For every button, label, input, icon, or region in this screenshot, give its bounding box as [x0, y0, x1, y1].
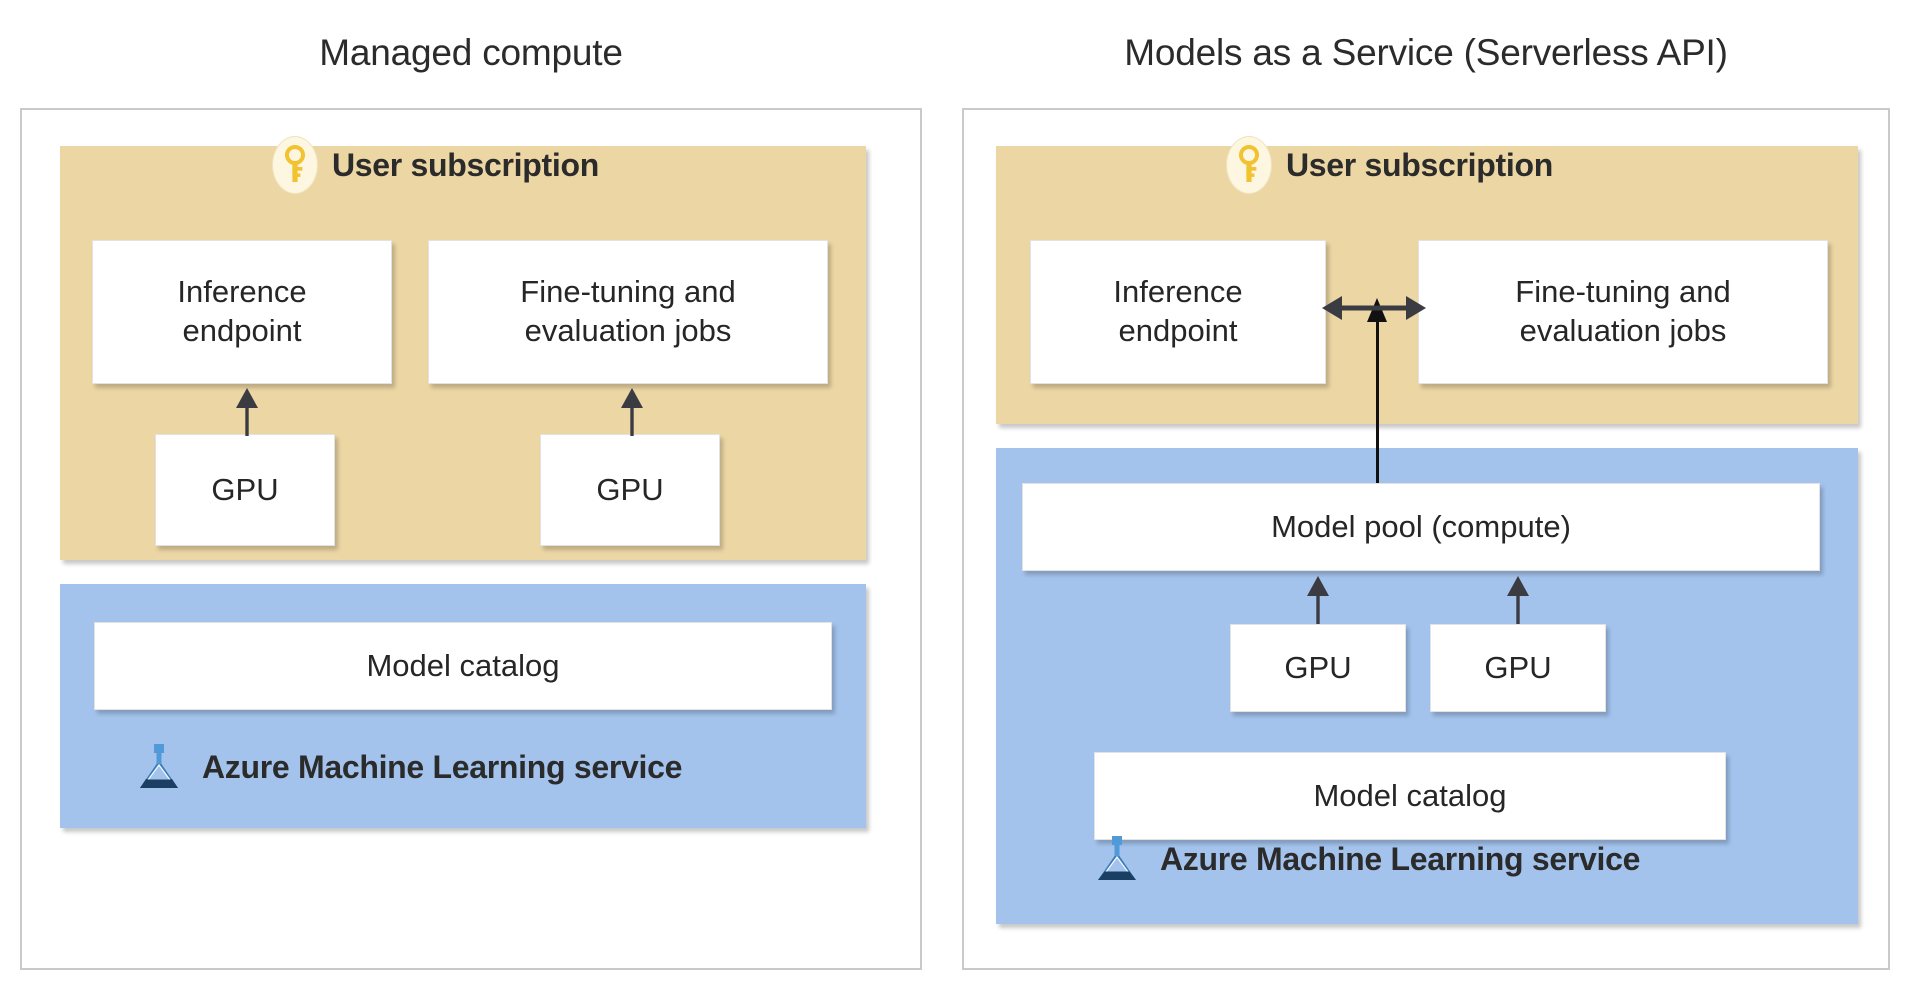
box-label: Fine-tuning and evaluation jobs: [1515, 274, 1731, 348]
box-inference-endpoint-right[interactable]: Inference endpoint: [1030, 240, 1326, 384]
azure-ml-service-label: Azure Machine Learning service: [202, 748, 683, 785]
box-label: Fine-tuning and evaluation jobs: [520, 274, 736, 348]
azure-ml-service-label: Azure Machine Learning service: [1160, 840, 1641, 877]
azure-ml-service-footer-left: Azure Machine Learning service: [132, 740, 682, 794]
azure-ml-service-footer-right: Azure Machine Learning service: [1090, 832, 1640, 886]
box-gpu-left-1[interactable]: GPU: [155, 434, 335, 546]
key-icon: [272, 136, 318, 194]
box-gpu-right-2[interactable]: GPU: [1430, 624, 1606, 712]
box-inference-endpoint-left[interactable]: Inference endpoint: [92, 240, 392, 384]
arrow-gpu1-to-model-pool-right: [1303, 576, 1333, 626]
box-model-pool-compute-right[interactable]: Model pool (compute): [1022, 483, 1820, 571]
box-gpu-right-1[interactable]: GPU: [1230, 624, 1406, 712]
box-finetuning-evaluation-jobs-left[interactable]: Fine-tuning and evaluation jobs: [428, 240, 828, 384]
box-label: Inference endpoint: [1113, 274, 1243, 348]
arrow-gpu2-to-model-pool-right: [1503, 576, 1533, 626]
panel-title-managed-compute: Managed compute: [319, 32, 623, 73]
connector-model-pool-to-user-subscription-right: [1376, 318, 1379, 486]
user-subscription-label: User subscription: [332, 146, 599, 183]
box-model-catalog-left[interactable]: Model catalog: [94, 622, 832, 710]
azure-machine-learning-logo-icon: [132, 740, 186, 794]
user-subscription-header-right: User subscription: [1226, 136, 1553, 194]
box-gpu-left-2[interactable]: GPU: [540, 434, 720, 546]
box-model-catalog-right[interactable]: Model catalog: [1094, 752, 1726, 840]
panel-title-models-as-a-service: Models as a Service (Serverless API): [1124, 32, 1728, 73]
azure-machine-learning-logo-icon: [1090, 832, 1144, 886]
arrow-inference-to-finetuning-right: [1322, 290, 1426, 326]
key-icon: [1226, 136, 1272, 194]
box-finetuning-evaluation-jobs-right[interactable]: Fine-tuning and evaluation jobs: [1418, 240, 1828, 384]
user-subscription-header-left: User subscription: [272, 136, 599, 194]
box-label: Inference endpoint: [177, 274, 307, 348]
arrow-gpu-to-finetuning-left: [617, 388, 647, 436]
arrow-gpu-to-inference-endpoint-left: [232, 388, 262, 436]
user-subscription-label: User subscription: [1286, 146, 1553, 183]
